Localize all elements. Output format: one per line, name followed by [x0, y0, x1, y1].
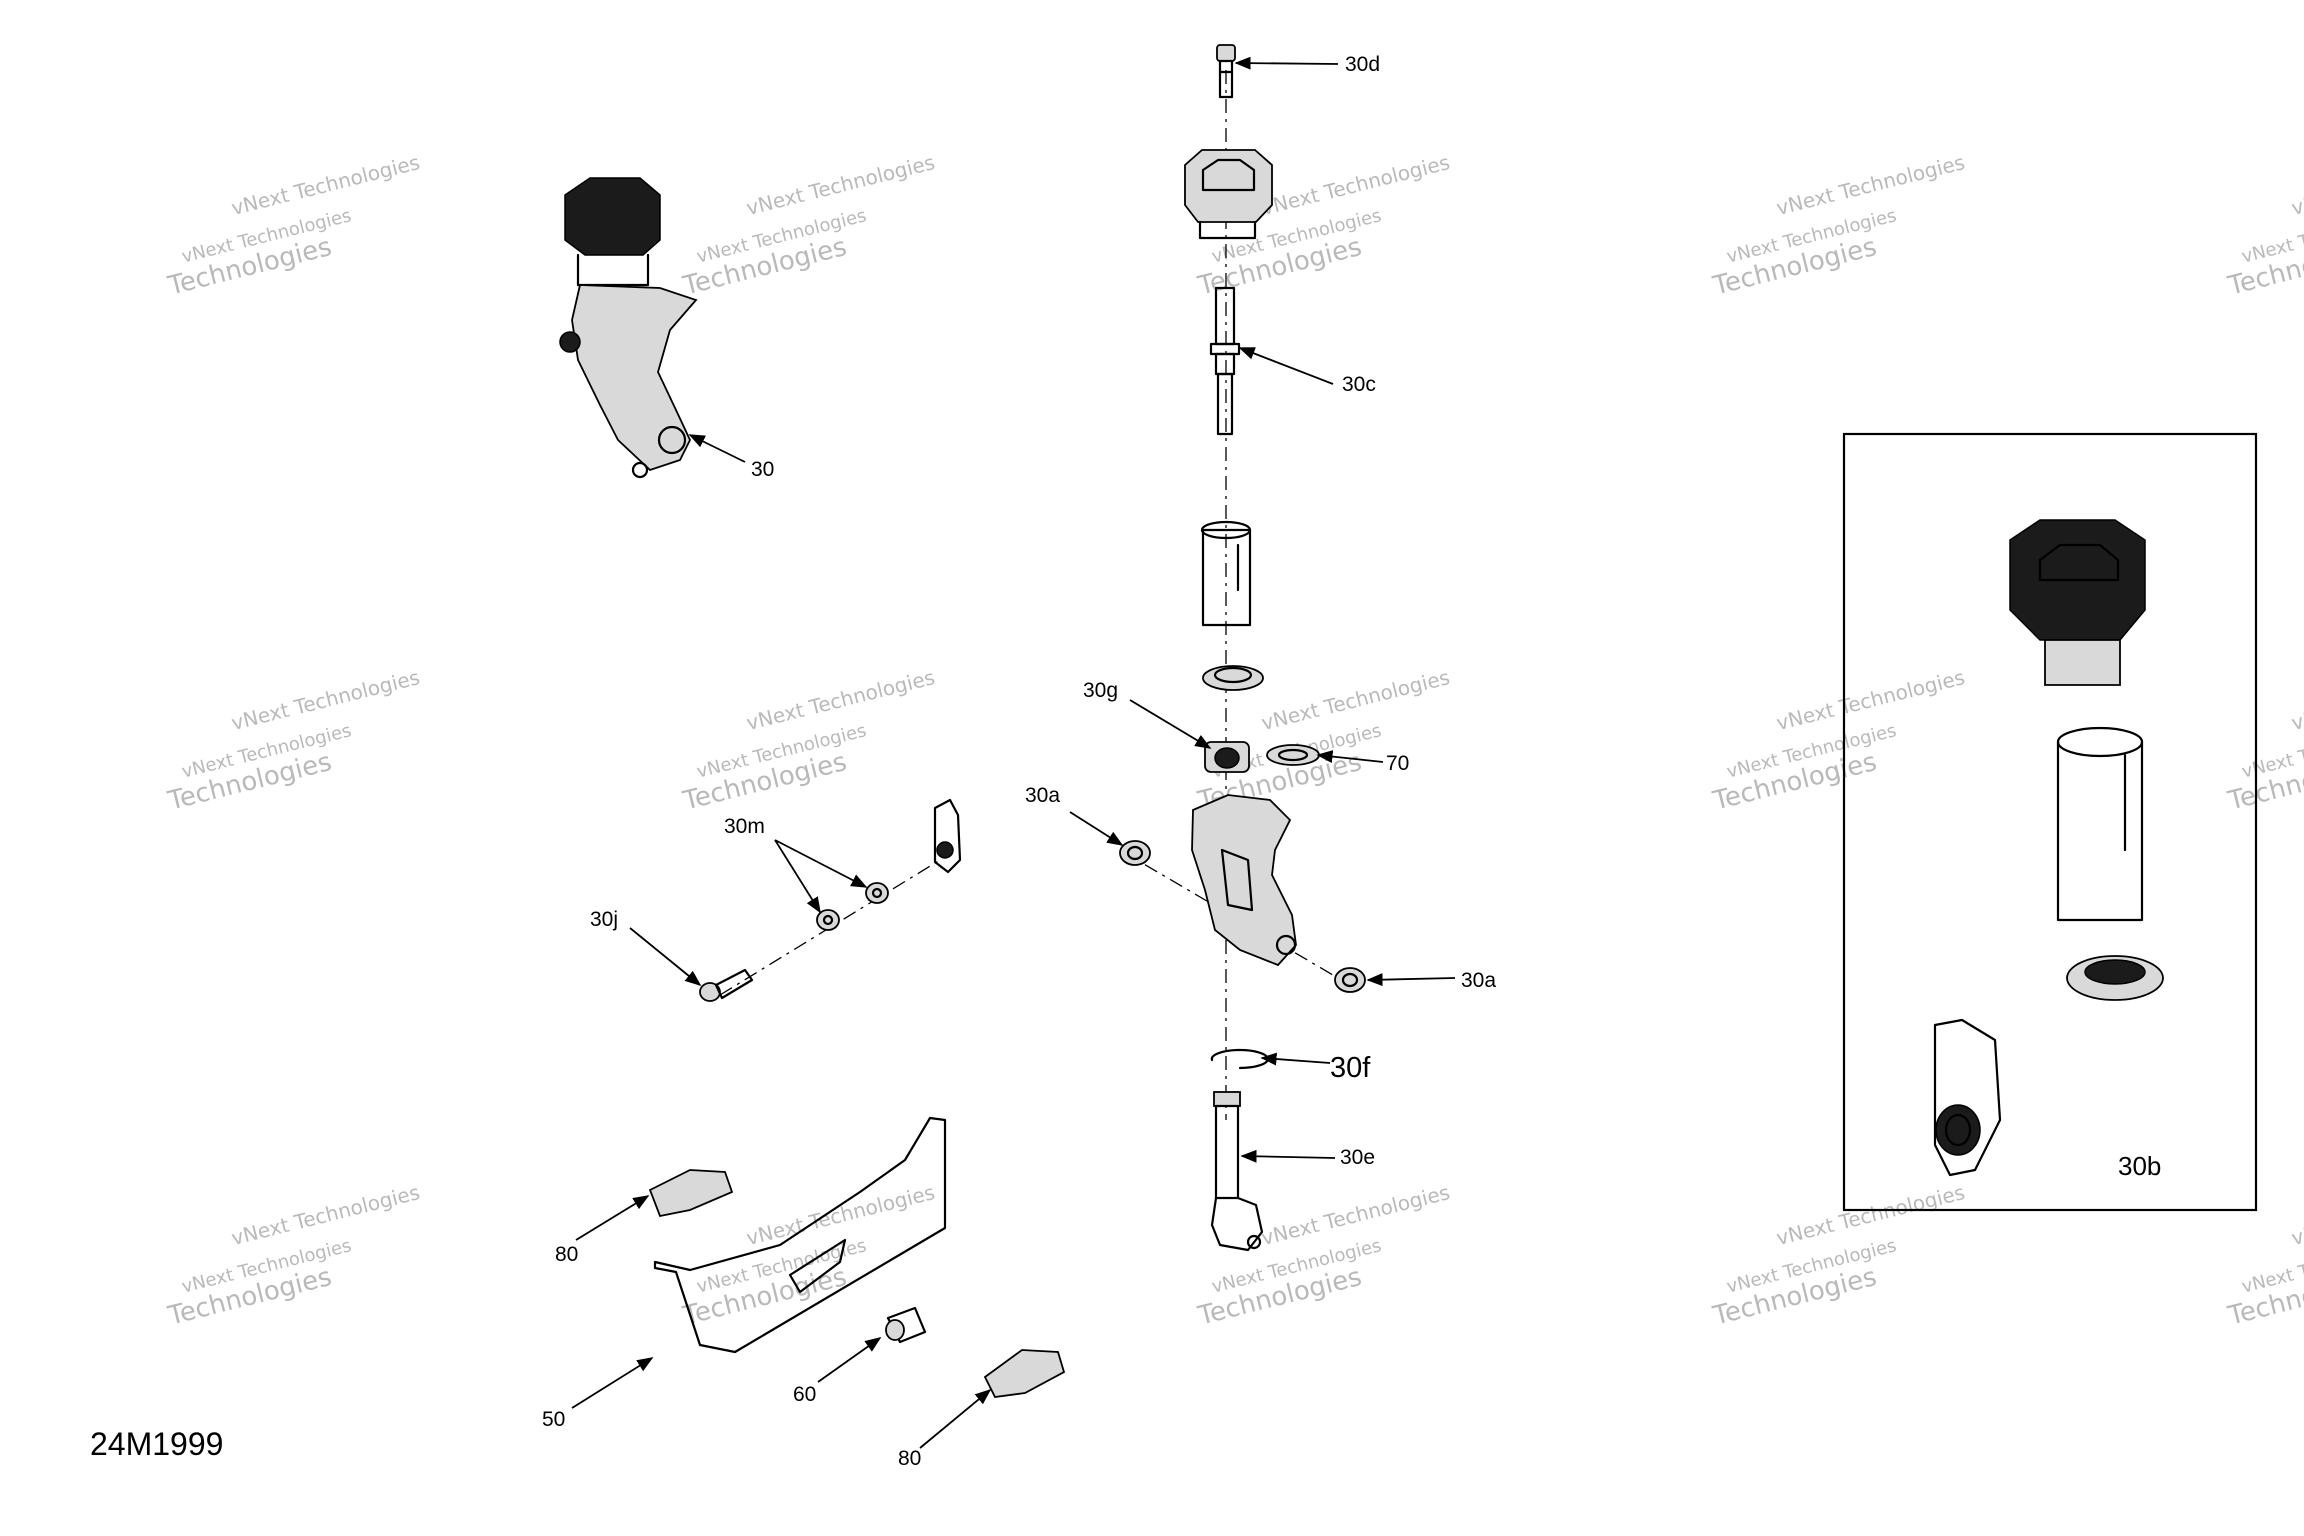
callout-30: 30: [751, 458, 774, 481]
center-housing: [1191, 794, 1297, 967]
callout-30a-right: 30a: [1461, 969, 1496, 992]
bushing-30a-left: [1119, 840, 1151, 866]
watermark-text: vNext Technologies: [229, 150, 422, 220]
watermark-text: vNext Technologies: [1259, 1180, 1452, 1250]
complete-assembly-30: [559, 177, 698, 479]
callout-30d: 30d: [1345, 53, 1380, 76]
callout-30g: 30g: [1083, 679, 1118, 702]
circlip-30f: [1210, 1048, 1269, 1070]
callout-60: 60: [793, 1383, 816, 1406]
watermark-text: vNext Technologies: [744, 665, 937, 735]
watermark-text: vNext Technologies: [229, 665, 422, 735]
watermark-text: vNext Technologies: [744, 1180, 937, 1250]
pad-80-top: [648, 1169, 734, 1218]
detail-ring-30b: [2066, 955, 2164, 1001]
watermark-text: vNext Technologies: [1774, 1180, 1967, 1250]
drawing-code: 24M1999: [90, 1426, 223, 1462]
knob-grey: [1184, 149, 1273, 240]
watermark-text: vNext Technologies: [1774, 665, 1967, 735]
bracket-plate-50: [653, 1116, 947, 1354]
callout-30c: 30c: [1342, 373, 1376, 396]
washers-30m: [816, 882, 889, 931]
watermark-text: vNext Technologies: [2289, 150, 2304, 220]
shaft-30c: [1209, 286, 1241, 436]
sleeve: [1200, 520, 1252, 627]
watermark-text: vNext Technologies: [1259, 150, 1452, 220]
callout-30a-left: 30a: [1025, 784, 1060, 807]
watermark-text: vNext Technologies: [2289, 665, 2304, 735]
detail-clip-30b: [1933, 1018, 2002, 1177]
leader-lines: [571, 56, 1456, 1449]
detail-sleeve-30b: [2056, 726, 2144, 922]
callout-30m: 30m: [724, 815, 765, 838]
watermark-text: vNext Technologies: [229, 1180, 422, 1250]
detail-knob-30b: [2009, 519, 2146, 686]
callout-50: 50: [542, 1408, 565, 1431]
callout-80-bottom: 80: [898, 1447, 921, 1470]
washer-70: [1266, 744, 1320, 766]
bolt-30d: [1216, 44, 1236, 99]
callout-70: 70: [1386, 752, 1409, 775]
watermark-text: vNext Technologies: [1259, 665, 1452, 735]
pin-60: [885, 1306, 927, 1344]
callout-30b: 30b: [2118, 1151, 2161, 1181]
callout-30j: 30j: [590, 908, 618, 931]
bushing-30a-right: [1334, 967, 1366, 993]
bearing-30g: [1204, 741, 1250, 773]
lower-arm-30e: [1210, 1091, 1264, 1252]
detail-box-30b: [1842, 432, 2258, 1212]
clip-bracket: [933, 798, 962, 874]
bolt-30j: [699, 968, 754, 1002]
callout-30e: 30e: [1340, 1146, 1375, 1169]
pad-80-bottom: [983, 1349, 1066, 1398]
ring: [1202, 665, 1264, 691]
callout-30f: 30f: [1330, 1052, 1371, 1084]
watermark-text: vNext Technologies: [744, 150, 937, 220]
watermark-text: vNext Technologies: [1774, 150, 1967, 220]
callout-80-top: 80: [555, 1243, 578, 1266]
watermark-text: vNext Technologies: [2289, 1180, 2304, 1250]
